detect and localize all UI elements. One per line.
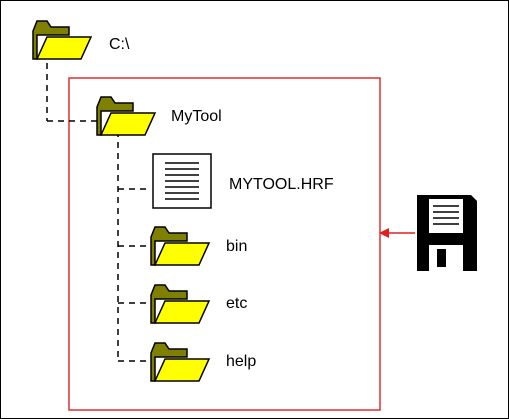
mytool-folder-label: MyTool — [171, 108, 222, 125]
root-folder-label: C:\ — [109, 36, 130, 53]
install-arrow — [379, 228, 415, 238]
folder-icon — [150, 284, 210, 324]
etc-folder-label: etc — [226, 295, 247, 312]
folder-icon — [150, 226, 210, 266]
document-icon — [152, 153, 212, 209]
floppy-disk-icon[interactable] — [417, 195, 477, 271]
folder-icon — [96, 96, 156, 136]
mytool-folder[interactable]: MyTool — [96, 96, 222, 136]
root-folder[interactable]: C:\ — [32, 20, 130, 60]
mytool-hrf-label: MYTOOL.HRF — [229, 176, 334, 193]
etc-folder[interactable]: etc — [150, 284, 247, 324]
tree-connectors — [46, 63, 149, 362]
help-folder-label: help — [226, 353, 256, 370]
bin-folder[interactable]: bin — [150, 226, 247, 266]
folder-icon — [150, 342, 210, 382]
install-target-box — [68, 77, 381, 411]
bin-folder-label: bin — [226, 238, 247, 255]
mytool-hrf-file[interactable]: MYTOOL.HRF — [152, 153, 334, 209]
folder-icon — [32, 20, 92, 60]
help-folder[interactable]: help — [150, 342, 256, 382]
